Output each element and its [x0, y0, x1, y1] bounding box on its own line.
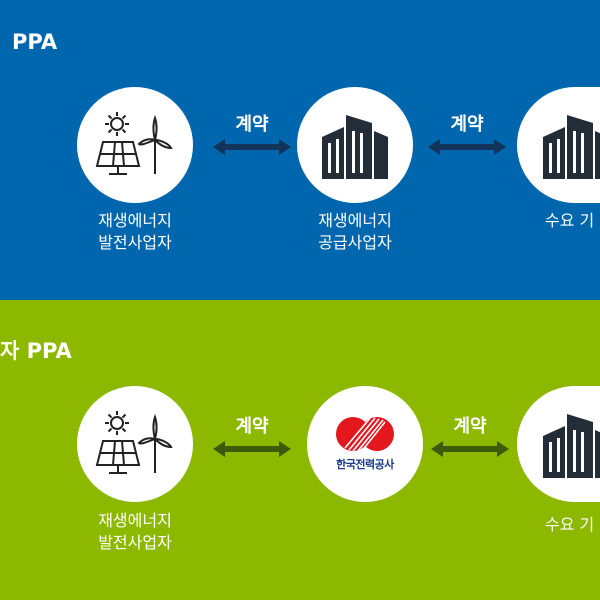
section-title: 자 PPA	[0, 339, 72, 363]
label-line: 재생에너지	[318, 211, 392, 230]
label-line: 발전사업자	[98, 533, 172, 552]
building-icon	[543, 115, 600, 179]
contract-label: 계약	[450, 114, 484, 135]
kepco-logo	[336, 416, 394, 452]
double-arrow-icon	[213, 441, 291, 457]
double-arrow-icon	[431, 441, 509, 457]
building-icon	[322, 115, 388, 179]
label-line: 수요 기	[545, 211, 595, 230]
contract-label: 계약	[235, 114, 269, 135]
generator-node	[77, 87, 193, 203]
label-line: 발전사업자	[98, 233, 172, 252]
consumer-label: 수요 기	[545, 210, 600, 232]
label-line: 재생에너지	[98, 511, 172, 530]
label-line: 공급사업자	[318, 233, 392, 252]
solar-wind-icon	[96, 410, 172, 474]
kepco-node: 한국전력공사	[307, 386, 423, 502]
contract-label: 계약	[453, 416, 487, 437]
consumer-node	[517, 87, 600, 203]
consumer-node	[517, 386, 600, 502]
double-arrow-icon	[428, 139, 506, 155]
building-icon	[543, 414, 600, 478]
label-line: 재생에너지	[98, 211, 172, 230]
consumer-label: 수요 기	[545, 514, 600, 536]
supplier-node	[297, 87, 413, 203]
generator-node	[77, 386, 193, 502]
double-arrow-icon	[213, 139, 291, 155]
section-title: PPA	[12, 30, 58, 54]
contract-label: 계약	[235, 416, 269, 437]
solar-wind-icon	[96, 111, 172, 175]
label-line: 수요 기	[545, 515, 595, 534]
kepco-logo-text: 한국전력공사	[336, 458, 394, 471]
